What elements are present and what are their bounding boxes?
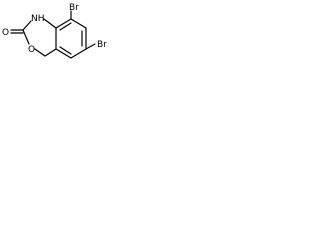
atom-label-carbonyl-oxygen: O [2, 28, 9, 38]
atom-label-ring-oxygen: O [28, 45, 35, 55]
bond-c2-n1 [22, 20, 32, 31]
aromatic-inner-bond-1 [59, 22, 72, 31]
bond-c8a-c8 [55, 18, 72, 29]
atom-label-bromine-right: Br [97, 40, 107, 50]
oxazinone-ring-bonds [22, 18, 57, 57]
bond-c6-br [85, 43, 96, 50]
bond-c2-o3 [22, 29, 30, 45]
bond-c4-c4a [44, 48, 57, 57]
bond-c6-c5 [70, 48, 87, 59]
atom-label-nh: NH [31, 14, 45, 24]
chemical-structure-diagram: NH O O Br Br [2, 3, 107, 59]
bond-n1-c8a [43, 18, 57, 29]
bond-o3-c4 [34, 48, 46, 57]
atom-label-bromine-top: Br [69, 3, 79, 13]
carbonyl-double-bond [10, 29, 24, 34]
bond-c8-c7 [70, 18, 87, 29]
bond-c5-c4a [55, 48, 72, 59]
benzene-ring-bonds [55, 18, 87, 59]
aromatic-inner-bond-3 [59, 46, 72, 55]
